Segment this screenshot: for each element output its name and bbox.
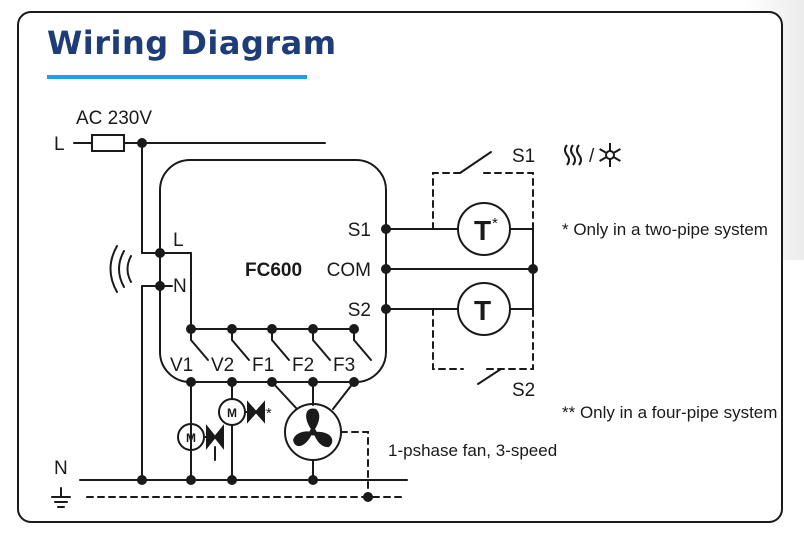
switch-s2-label: S2	[512, 380, 535, 401]
switch-s1-label: S1	[512, 146, 535, 167]
wireless-icon	[109, 245, 132, 293]
temp-sensor-1	[457, 202, 511, 256]
relay-contact-f2	[312, 328, 331, 361]
switch-s2-blade	[477, 368, 502, 385]
output-f3-label: F3	[333, 355, 355, 376]
heat-icon	[564, 144, 582, 166]
mode-separator: /	[589, 146, 595, 167]
note-fan: 1-pshase fan, 3-speed	[388, 441, 557, 460]
fan-icon	[284, 403, 342, 461]
relay-contact-f3	[353, 328, 372, 361]
terminal-l-label: L	[173, 230, 184, 251]
diagram-frame	[17, 11, 783, 523]
valve-2-icon	[247, 400, 265, 424]
note-two-pipe: * Only in a two-pipe system	[562, 220, 768, 239]
sensor-1-letter: T	[474, 215, 491, 246]
relay-contact-f1	[271, 328, 290, 361]
supply-l-label: L	[54, 134, 65, 155]
device-name: FC600	[245, 260, 302, 281]
valve-1-icon	[206, 424, 224, 450]
switch-s1-blade	[459, 151, 492, 174]
switch-s1-loop	[432, 172, 534, 230]
motor-2-label: M	[227, 406, 237, 420]
sensor-2-letter: T	[474, 295, 491, 326]
sensor-1-mark: *	[492, 215, 498, 232]
terminal-s1-label: S1	[348, 220, 371, 241]
page-title: Wiring Diagram	[47, 24, 337, 62]
output-v1-label: V1	[170, 355, 193, 376]
output-f2-label: F2	[292, 355, 314, 376]
fuse	[91, 134, 125, 152]
switch-s2-loop	[432, 308, 534, 370]
title-underline	[47, 75, 307, 79]
terminal-n-label: N	[173, 276, 187, 297]
fan-blades	[293, 408, 333, 448]
note-four-pipe: ** Only in a four-pipe system	[562, 403, 777, 422]
snowflake-icon	[599, 143, 621, 167]
wire-f1-down	[271, 381, 298, 410]
valve-2-mark: **	[260, 405, 272, 422]
terminal-com-label: COM	[327, 260, 371, 281]
relay-contact-v2	[231, 328, 250, 361]
relay-contact-v1	[190, 328, 209, 361]
temp-sensor-2	[457, 282, 511, 336]
fan-earth-dashed	[340, 431, 369, 498]
supply-n-label: N	[54, 458, 68, 479]
connection-dots	[137, 138, 538, 502]
motor-1-label: M	[186, 431, 196, 445]
output-v2-label: V2	[211, 355, 234, 376]
output-f1-label: F1	[252, 355, 274, 376]
terminal-s2-label: S2	[348, 300, 371, 321]
wire-f3-down	[332, 381, 355, 410]
supply-voltage-label: AC 230V	[76, 108, 152, 129]
